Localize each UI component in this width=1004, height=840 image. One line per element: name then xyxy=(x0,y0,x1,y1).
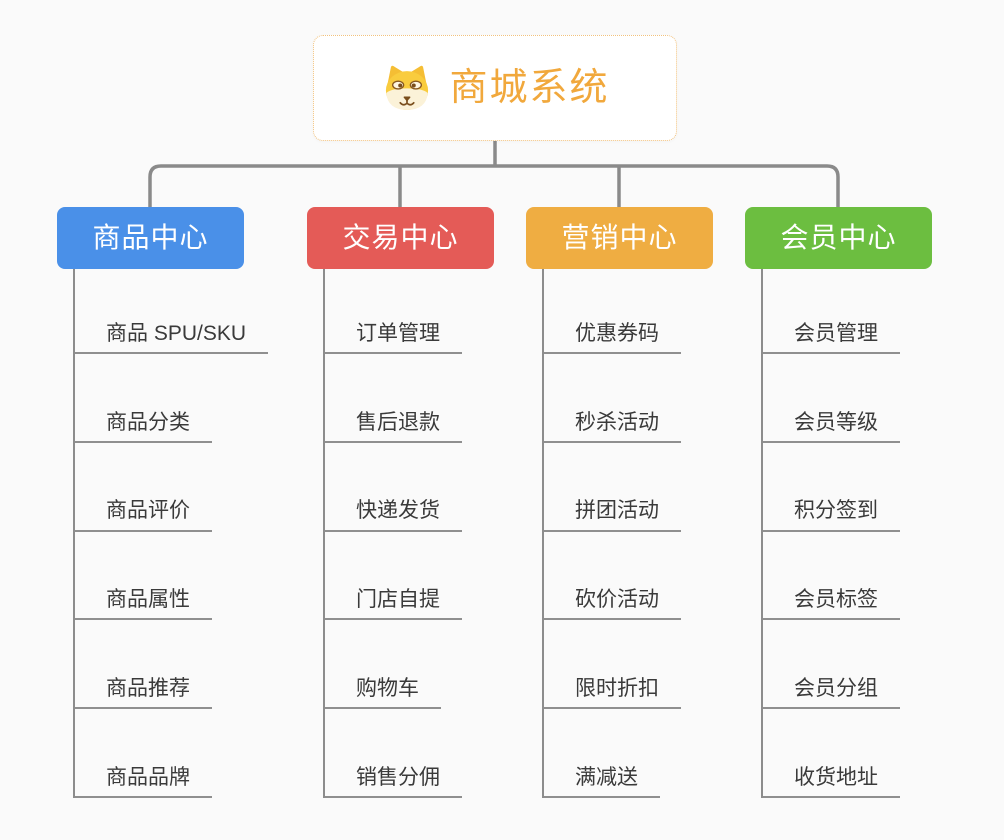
branch-children: 会员管理会员等级积分签到会员标签会员分组收货地址 xyxy=(761,269,932,798)
branch: 交易中心 订单管理售后退款快递发货门店自提购物车销售分佣 xyxy=(307,207,494,798)
sub-topic[interactable]: 限时折扣 xyxy=(544,620,681,709)
root-topic[interactable]: 商城系统 xyxy=(313,35,677,141)
sub-topic[interactable]: 商品推荐 xyxy=(75,620,212,709)
branch: 营销中心 优惠券码秒杀活动拼团活动砍价活动限时折扣满减送 xyxy=(526,207,713,798)
sub-topic[interactable]: 满减送 xyxy=(544,709,660,798)
sub-topic[interactable]: 秒杀活动 xyxy=(544,354,681,443)
sub-topic[interactable]: 会员分组 xyxy=(763,620,900,709)
sub-topic[interactable]: 商品分类 xyxy=(75,354,212,443)
sub-topic[interactable]: 商品属性 xyxy=(75,532,212,621)
sub-topic[interactable]: 会员标签 xyxy=(763,532,900,621)
root-topic-title: 商城系统 xyxy=(449,67,610,109)
sub-topic[interactable]: 拼团活动 xyxy=(544,443,681,532)
branch-children: 订单管理售后退款快递发货门店自提购物车销售分佣 xyxy=(323,269,494,798)
branch-topic-1[interactable]: 商品中心 xyxy=(57,207,244,269)
sub-topic[interactable]: 订单管理 xyxy=(325,269,462,354)
sub-topic[interactable]: 积分签到 xyxy=(763,443,900,532)
sub-topic[interactable]: 优惠券码 xyxy=(544,269,681,354)
sub-topic[interactable]: 售后退款 xyxy=(325,354,462,443)
sub-topic[interactable]: 购物车 xyxy=(325,620,441,709)
sub-topic[interactable]: 商品品牌 xyxy=(75,709,212,798)
branch-topic-4[interactable]: 会员中心 xyxy=(745,207,932,269)
sub-topic[interactable]: 商品 SPU/SKU xyxy=(75,269,269,354)
branch-topic-2[interactable]: 交易中心 xyxy=(307,207,494,269)
sub-topic[interactable]: 快递发货 xyxy=(325,443,462,532)
sub-topic[interactable]: 销售分佣 xyxy=(325,709,462,798)
sub-topic[interactable]: 会员等级 xyxy=(763,354,900,443)
sub-topic[interactable]: 会员管理 xyxy=(763,269,900,354)
sub-topic[interactable]: 砍价活动 xyxy=(544,532,681,621)
dog-face-icon xyxy=(386,65,429,110)
sub-topic[interactable]: 门店自提 xyxy=(325,532,462,621)
branch: 会员中心 会员管理会员等级积分签到会员标签会员分组收货地址 xyxy=(745,207,932,798)
sub-topic[interactable]: 商品评价 xyxy=(75,443,212,532)
branch-children: 优惠券码秒杀活动拼团活动砍价活动限时折扣满减送 xyxy=(542,269,713,798)
sub-topic[interactable]: 收货地址 xyxy=(763,709,900,798)
branch-topic-3[interactable]: 营销中心 xyxy=(526,207,713,269)
